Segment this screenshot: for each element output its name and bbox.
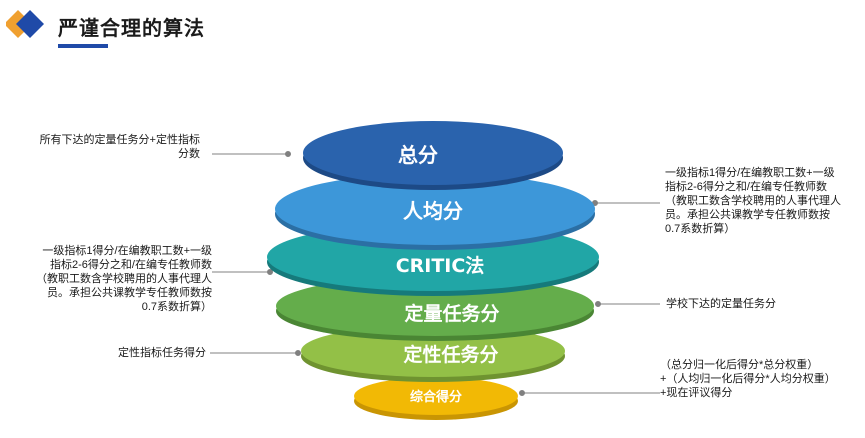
note-per-capita: 一级指标1得分/在编教职工数+一级 指标2-6得分之和/在编专任教师数 （教职工… [665, 167, 841, 235]
title-underline [58, 44, 108, 48]
page-title: 严谨合理的算法 [58, 18, 205, 40]
note-qualitative: 定性指标任务得分 [118, 347, 206, 359]
note-quantitative: 学校下达的定量任务分 [666, 298, 776, 310]
diamond-logo-icon [6, 10, 44, 38]
layer-composite-score: 综合得分 [354, 377, 518, 420]
note-critic: 一级指标1得分/在编教职工数+一级 指标2-6得分之和/在编专任教师数 （教职工… [36, 245, 212, 313]
layer-label: CRITIC法 [396, 254, 485, 277]
layer-total: 总分 [303, 121, 563, 190]
layer-label: 总分 [398, 143, 438, 167]
layer-label: 定性任务分 [403, 343, 498, 366]
note-total: 所有下达的定量任务分+定性指标 分数 [39, 134, 200, 160]
layer-label: 综合得分 [410, 389, 462, 405]
note-composite: （总分归一化后得分*总分权重） +（人均归一化后得分*人均分权重） +现在评议得… [660, 359, 836, 399]
connectors [210, 151, 660, 396]
layer-per-capita: 人均分 [275, 173, 595, 250]
layer-label: 定量任务分 [404, 302, 499, 325]
layer-label: 人均分 [403, 199, 463, 223]
